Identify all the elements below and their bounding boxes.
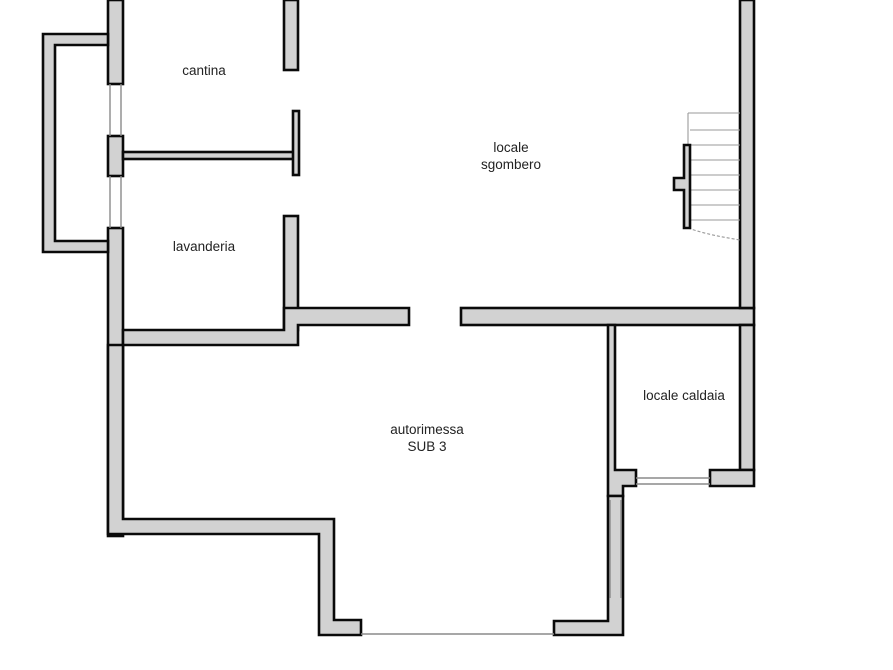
- autorimessa-right-bottom-wall: [552, 494, 625, 637]
- staircase: [672, 112, 741, 241]
- sgombero-bottom-wall-right: [459, 306, 756, 327]
- caldaia-left-wall: [606, 323, 638, 498]
- room-label-cantina: cantina: [182, 63, 226, 78]
- light-well-wall: [41, 32, 110, 254]
- room-label-autorimessa-2: SUB 3: [407, 439, 446, 454]
- room-label-lavanderia: lavanderia: [173, 239, 236, 254]
- left-windows: [109, 84, 122, 228]
- caldaia-window: [636, 477, 710, 485]
- autorimessa-left-bottom-wall: [106, 343, 363, 637]
- lavanderia-bottom-wall: [121, 306, 411, 347]
- room-label-locale-sgombero-1: locale: [493, 140, 528, 155]
- autorimessa-right-window: [609, 500, 622, 598]
- room-label-locale-sgombero-2: sgombero: [481, 157, 541, 172]
- room-label-locale-caldaia: locale caldaia: [643, 388, 725, 403]
- cantina-divider: [121, 150, 297, 161]
- right-outer-wall: [738, 0, 756, 472]
- caldaia-bottom-wall: [708, 468, 756, 488]
- door-jamb-cantina: [291, 109, 301, 177]
- cantina-partition-top: [282, 0, 300, 72]
- room-label-autorimessa-1: autorimessa: [390, 422, 464, 437]
